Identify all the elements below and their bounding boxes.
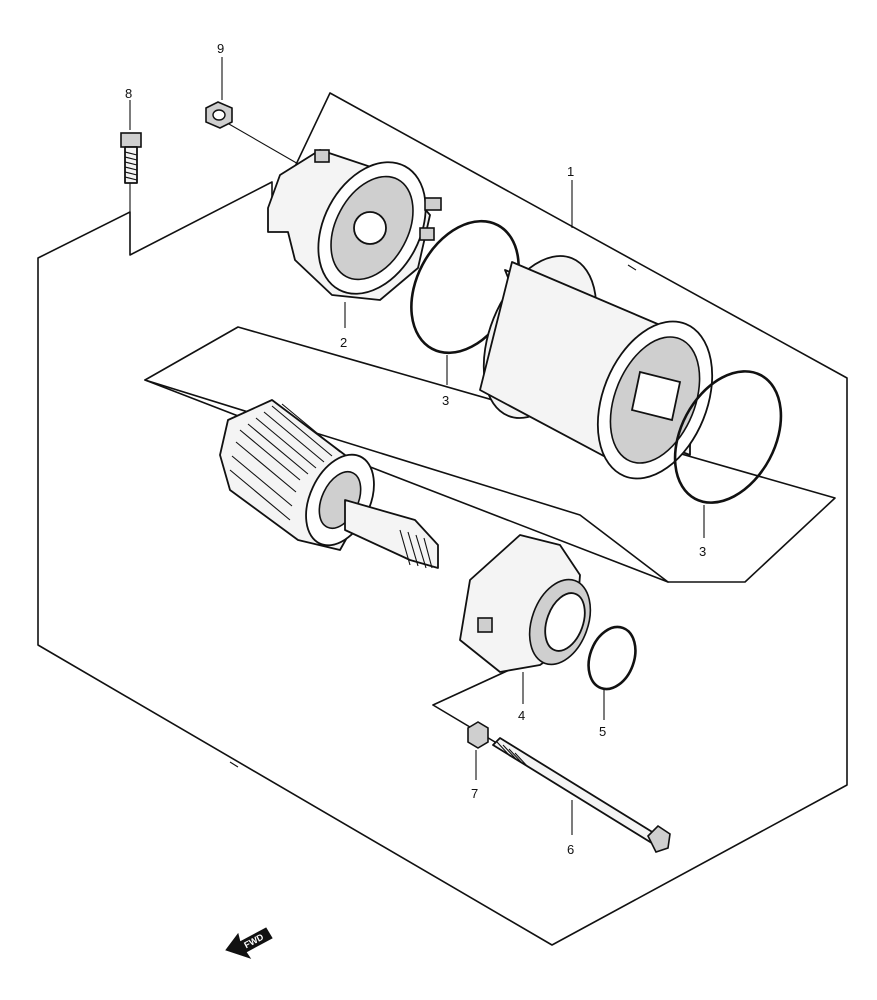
callout-2: 2 [340,335,347,350]
outline-tick [229,761,239,768]
o-ring-part-5 [587,625,637,691]
yoke-part-1 [479,255,714,480]
callout-3-lower: 3 [699,544,706,559]
bolt-part-8 [120,132,142,184]
callout-7: 7 [471,786,478,801]
armature [219,399,439,569]
front-housing-part-4 [459,534,592,673]
outline-tick [627,264,637,271]
callout-4: 4 [518,708,525,723]
washer-part-7 [467,721,489,749]
leader-9 [221,119,301,166]
callout-1: 1 [567,164,574,179]
callout-8: 8 [125,86,132,101]
nut-part-9 [205,101,233,129]
forward-direction-arrow-icon: FWD [225,927,273,959]
through-bolt-part-6 [492,737,671,853]
callout-3-upper: 3 [442,393,449,408]
assembly-outline [37,92,848,946]
callout-9: 9 [217,41,224,56]
callout-5: 5 [599,724,606,739]
rear-housing-part-2 [267,149,442,301]
callout-6: 6 [567,842,574,857]
inner-subassembly-frame [144,326,836,583]
o-ring-part-3-lower [673,370,783,504]
